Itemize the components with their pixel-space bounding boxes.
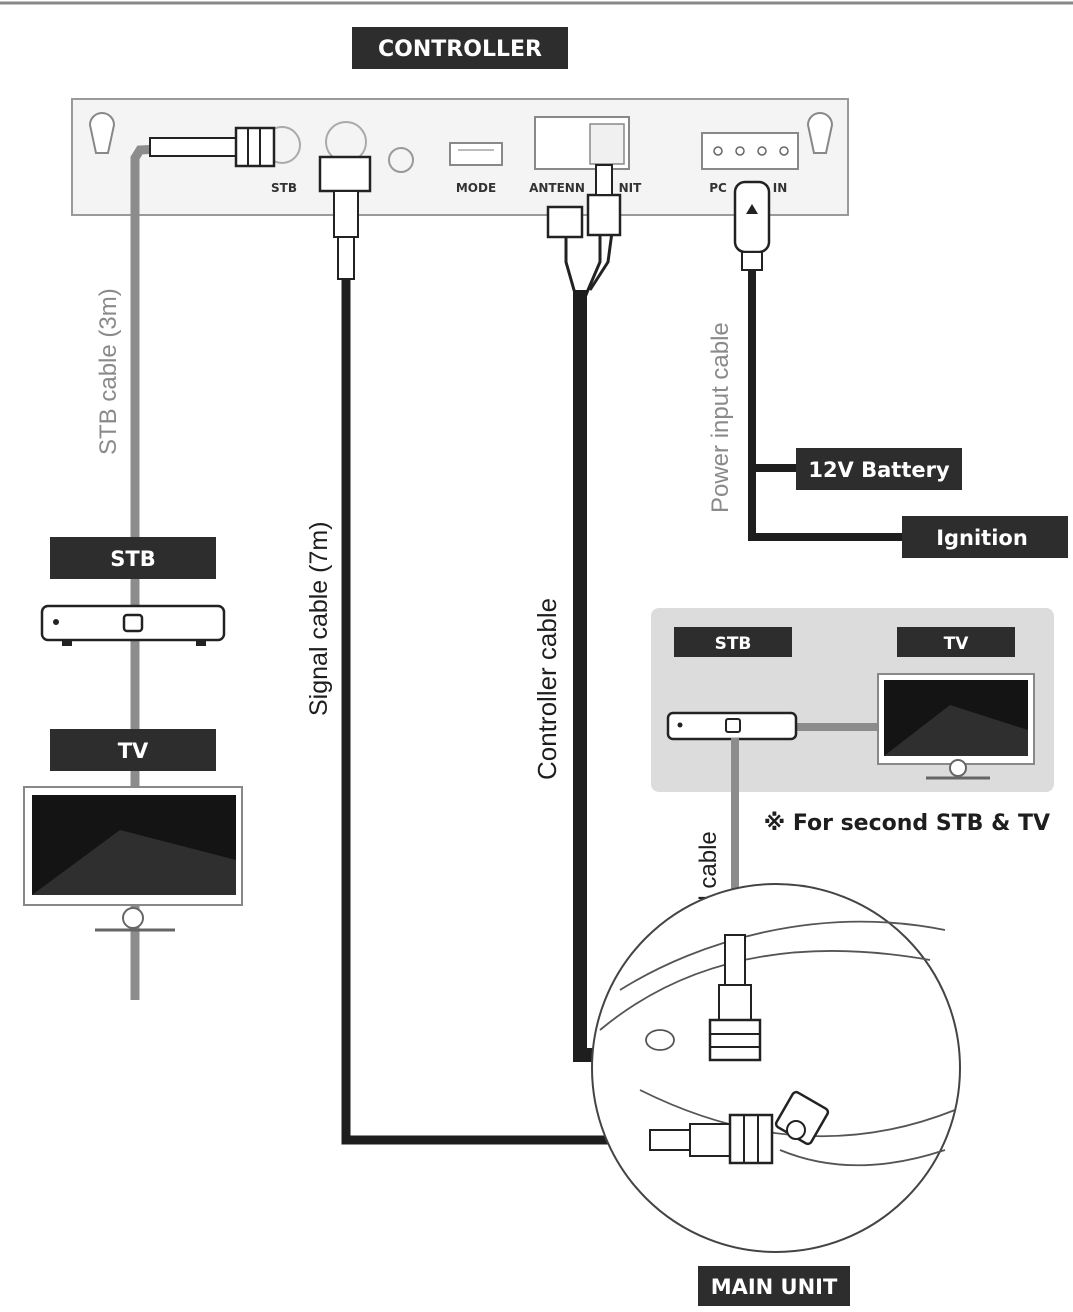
svg-text:TV: TV (118, 739, 149, 763)
second-stb-note: ※ For second STB & TV (764, 811, 1050, 836)
controller-cable-plug-a (546, 205, 584, 239)
second-stb-tv-panel: STB TV (651, 608, 1054, 792)
stb-right-device (666, 711, 798, 741)
svg-text:STB: STB (271, 181, 297, 195)
controller-cable-plug-b (586, 193, 622, 237)
svg-text:MODE: MODE (456, 181, 496, 195)
signal-cable-connector (318, 155, 372, 193)
controller-label: CONTROLLER (352, 27, 568, 69)
power-cable-label: Power input cable (707, 322, 734, 513)
tv-right-device (877, 673, 1035, 780)
stb-cable-connector (149, 137, 237, 157)
led-indicator (388, 147, 414, 173)
svg-text:12V Battery: 12V Battery (808, 458, 950, 482)
stb-left-device (40, 604, 226, 646)
battery-label: 12V Battery (796, 448, 962, 490)
ignition-label: Ignition (902, 516, 1068, 558)
signal-cable-main-label: Signal cable (7m) (305, 521, 333, 716)
svg-text:Ignition: Ignition (936, 526, 1028, 550)
tv-left-device (23, 786, 243, 932)
svg-text:ANTENN: ANTENN (529, 181, 585, 195)
svg-text:MAIN UNIT: MAIN UNIT (711, 1275, 838, 1299)
power-port (701, 132, 799, 170)
controller-cable-label: Controller cable (532, 598, 562, 780)
tv-right-label-box (897, 627, 1015, 657)
stb-left-label: STB (50, 537, 216, 579)
power-plug (733, 180, 771, 254)
svg-text:IN: IN (773, 181, 788, 195)
main-unit (591, 883, 961, 1253)
svg-text:STB: STB (110, 547, 155, 571)
svg-text:STB: STB (715, 634, 752, 654)
main-unit-label: MAIN UNIT (698, 1266, 850, 1306)
mount-hole-right (806, 112, 834, 154)
svg-text:NIT: NIT (619, 181, 643, 195)
stb-cable-label: STB cable (3m) (95, 288, 122, 455)
power-cable (733, 180, 902, 541)
tv-left-label: TV (50, 729, 216, 771)
svg-text:PC: PC (709, 181, 727, 195)
mode-switch (449, 142, 503, 166)
stb-right-label-box (674, 627, 792, 657)
svg-text:TV: TV (944, 634, 970, 654)
svg-text:CONTROLLER: CONTROLLER (378, 37, 542, 62)
signal-cable-main (318, 155, 650, 1145)
mount-hole-left (88, 112, 116, 154)
